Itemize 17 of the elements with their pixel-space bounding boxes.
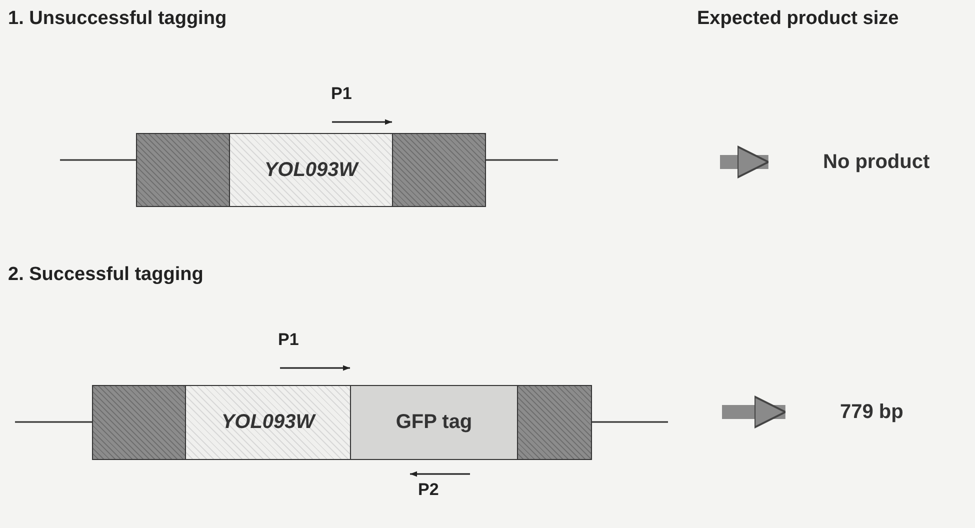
result-text: No product (823, 148, 973, 176)
primer-label: P2 (418, 480, 439, 500)
hatched-box (92, 385, 186, 460)
gene-box: YOL093W (185, 385, 351, 460)
column-heading: Expected product size (697, 8, 899, 30)
section-heading: 1. Unsuccessful tagging (8, 8, 227, 30)
tag-box: GFP tag (350, 385, 518, 460)
section-heading: 2. Successful tagging (8, 264, 204, 286)
hatched-box (136, 133, 230, 207)
hatched-box (517, 385, 592, 460)
primer-label: P1 (331, 84, 352, 104)
block-arrow (720, 146, 770, 178)
hatched-box (392, 133, 486, 207)
block-arrow (722, 396, 786, 428)
result-text: 779 bp (840, 398, 960, 426)
primer-label: P1 (278, 330, 299, 350)
gene-box: YOL093W (229, 133, 393, 207)
